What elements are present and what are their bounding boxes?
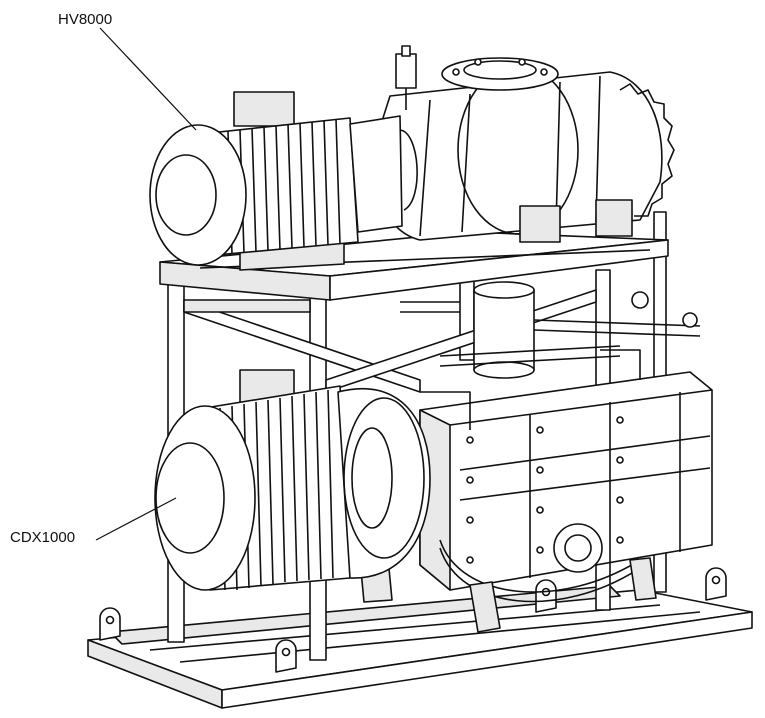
connecting-pipework — [400, 281, 701, 379]
lifting-eye-rear-mid — [535, 579, 557, 613]
lifting-eye-rear-right — [705, 567, 727, 601]
cdx1000-leader-line — [95, 497, 177, 541]
hv8000-leader-line — [99, 27, 197, 131]
cdx1000-label: CDX1000 — [10, 529, 76, 546]
base-skid — [87, 585, 753, 709]
lifting-eye-front-left — [99, 607, 121, 641]
hv8000-motor — [149, 91, 418, 271]
lifting-eye-front-mid — [275, 639, 297, 673]
cdx1000-pump-body — [419, 349, 713, 603]
hv8000-valve — [395, 45, 417, 110]
hv8000-label: HV8000 — [58, 11, 113, 28]
cdx1000-motor — [154, 369, 431, 591]
hv8000-pump-body — [374, 57, 675, 243]
